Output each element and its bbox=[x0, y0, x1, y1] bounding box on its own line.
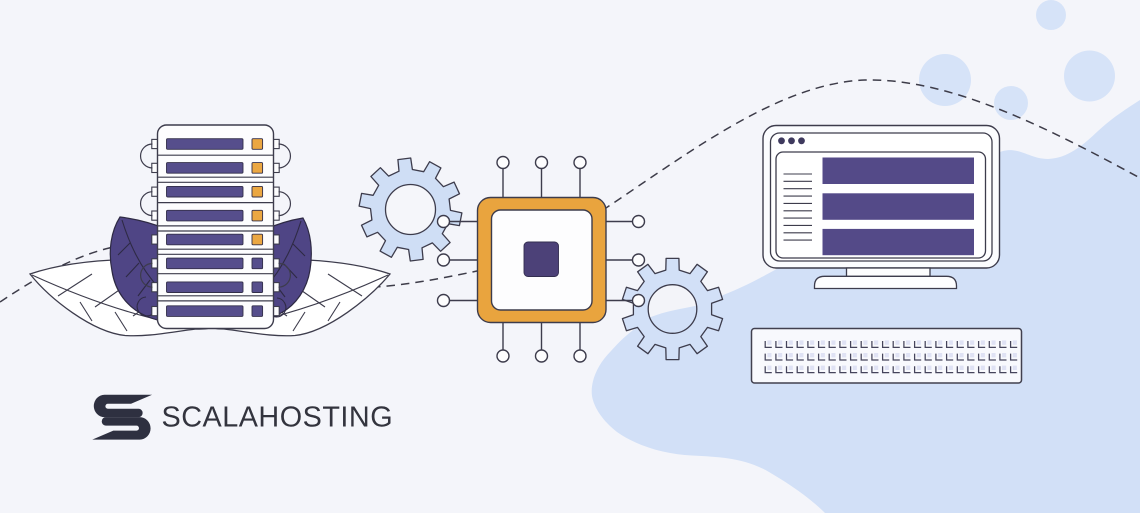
svg-text:SCALAHOSTING: SCALAHOSTING bbox=[162, 402, 394, 434]
